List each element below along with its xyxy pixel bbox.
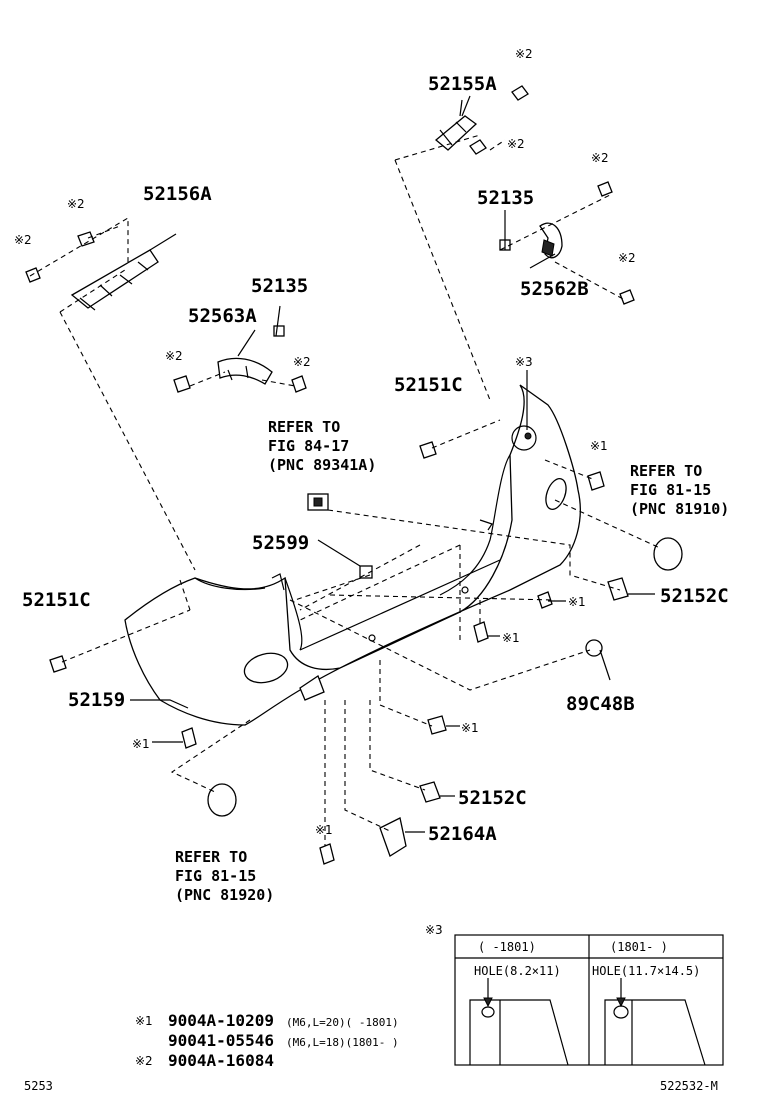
label-52135-mid: 52135 [251, 275, 308, 297]
mark-3-a: ※3 [515, 355, 533, 369]
label-52152C-bottom: 52152C [458, 787, 527, 809]
label-52562B: 52562B [520, 278, 589, 300]
legend-row1-part: 9004A-10209 [168, 1011, 274, 1030]
legend-row1-spec: (M6,L=20)( -1801) [286, 1016, 399, 1029]
refer-81920-line2: FIG 81-15 [175, 867, 256, 885]
label-52135-top: 52135 [477, 187, 534, 209]
refer-81910: REFER TO FIG 81-15 (PNC 81910) [630, 462, 729, 518]
detail-col2-hole: HOLE(11.7×14.5) [592, 964, 700, 978]
bracket-52156A [70, 233, 177, 311]
mark-1-c: ※1 [502, 631, 520, 645]
legend: ※1 9004A-10209 (M6,L=20)( -1801) 90041-0… [135, 1011, 399, 1070]
mark-1-f: ※1 [315, 823, 333, 837]
refer-89341A-line1: REFER TO [268, 418, 340, 436]
mark-2-h: ※2 [293, 355, 311, 369]
fasteners [25, 85, 683, 865]
label-52599: 52599 [252, 532, 309, 554]
refer-81910-line2: FIG 81-15 [630, 481, 711, 499]
detail-col1-header: ( -1801) [478, 940, 536, 954]
footer-left: 5253 [24, 1079, 53, 1093]
label-52156A: 52156A [143, 183, 212, 205]
mark-1-e: ※1 [132, 737, 150, 751]
footer-right: 522532-M [660, 1079, 718, 1093]
legend-row1-mark: ※1 [135, 1014, 153, 1028]
part-labels: 52155A 52156A 52135 52562B 52135 52563A … [22, 73, 729, 845]
refer-81920: REFER TO FIG 81-15 (PNC 81920) [175, 848, 274, 904]
refer-89341A-line2: FIG 84-17 [268, 437, 349, 455]
mark-2-f: ※2 [618, 251, 636, 265]
bumper-cover [124, 384, 581, 726]
mark-2-d: ※2 [67, 197, 85, 211]
bracket-52155A [434, 95, 478, 151]
bracket-52562B [539, 222, 563, 259]
footer: 5253 522532-M [24, 1079, 718, 1093]
mark-2-g: ※2 [165, 349, 183, 363]
legend-row3-mark: ※2 [135, 1054, 153, 1068]
detail-3: ※3 ( -1801) (1801- ) HOLE(8.2×11) HOLE(1… [425, 923, 724, 1066]
refer-81920-line3: (PNC 81920) [175, 886, 274, 904]
note-marks: ※2 ※2 ※2 ※2 ※2 ※2 ※2 ※2 ※3 ※1 ※1 ※1 ※1 ※… [14, 47, 636, 837]
detail-col2-header: (1801- ) [610, 940, 668, 954]
refer-81910-line3: (PNC 81910) [630, 500, 729, 518]
refer-89341A: REFER TO FIG 84-17 (PNC 89341A) [268, 418, 376, 474]
label-52151C-mid: 52151C [394, 374, 463, 396]
legend-row2-spec: (M6,L=18)(1801- ) [286, 1036, 399, 1049]
mark-2-b: ※2 [507, 137, 525, 151]
mark-2-c: ※2 [591, 151, 609, 165]
legend-row2-part: 90041-05546 [168, 1031, 274, 1050]
refer-89341A-line3: (PNC 89341A) [268, 456, 376, 474]
leader-lines [29, 99, 661, 846]
label-52151C-left: 52151C [22, 589, 91, 611]
detail-3-mark: ※3 [425, 923, 443, 937]
label-89C48B: 89C48B [566, 693, 635, 715]
label-52152C-right: 52152C [660, 585, 729, 607]
mark-2-a: ※2 [515, 47, 533, 61]
label-52155A: 52155A [428, 73, 497, 95]
label-52563A: 52563A [188, 305, 257, 327]
label-52159: 52159 [68, 689, 125, 711]
mark-2-e: ※2 [14, 233, 32, 247]
refer-81920-line1: REFER TO [175, 848, 247, 866]
label-52164A: 52164A [428, 823, 497, 845]
mark-1-d: ※1 [461, 721, 479, 735]
mark-1-a: ※1 [590, 439, 608, 453]
refer-81910-line1: REFER TO [630, 462, 702, 480]
legend-row3-part: 9004A-16084 [168, 1051, 274, 1070]
mark-1-b: ※1 [568, 595, 586, 609]
bracket-52563A [217, 357, 273, 385]
detail-col1-hole: HOLE(8.2×11) [474, 964, 561, 978]
